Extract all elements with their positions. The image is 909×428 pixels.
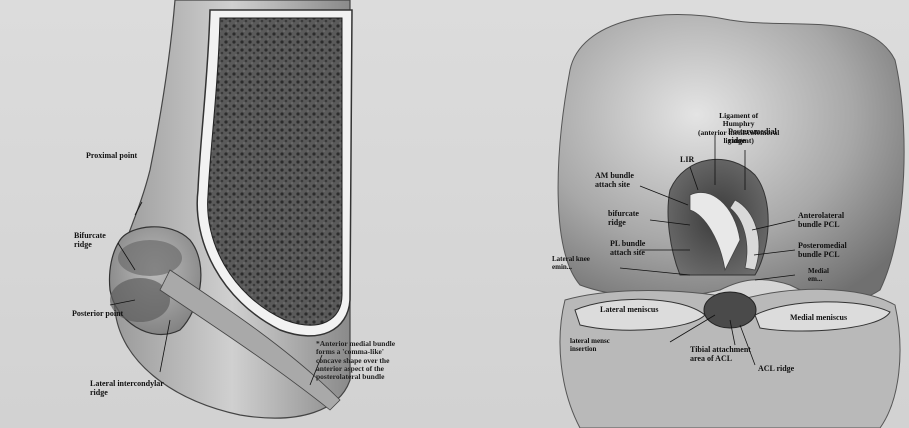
label-posteromedial-bundle-pcl: Posteromedial bundle PCL (798, 242, 847, 260)
label-posterior-point: Posterior point (72, 310, 123, 319)
knee-drawing (540, 0, 909, 428)
femur-cross-section-illustration: Proximal point Bifurcate ridge Posterior… (80, 0, 380, 428)
label-proximal-point: Proximal point (86, 152, 137, 161)
label-bundle-caption: *Anterior medial bundle forms a 'comma-l… (316, 340, 395, 381)
label-posteromedial-ridge: Posteromedial ridge (728, 128, 777, 146)
label-am-bundle: AM bundle attach site (595, 172, 634, 190)
label-pl-bundle: PL bundle attach site (610, 240, 645, 258)
label-lir: LIR (680, 156, 694, 165)
label-medial-meniscus: Medial meniscus (790, 314, 847, 323)
knee-joint-illustration: Ligament of Humphry (anterior meniscofem… (540, 0, 909, 428)
label-tibial-attachment-acl: Tibial attachment area of ACL (690, 346, 751, 364)
label-lateral-intercondylar-ridge: Lateral intercondylar ridge (90, 380, 164, 398)
label-lateral-edge: Lateral knee emin... (552, 256, 590, 271)
label-anterolateral-bundle-pcl: Anterolateral bundle PCL (798, 212, 844, 230)
label-acl-ridge: ACL ridge (758, 365, 794, 374)
label-bifurcate-ridge-right: bifurcate ridge (608, 210, 639, 228)
label-lateral-meniscus: Lateral meniscus (600, 306, 658, 315)
label-lateral-insertion: lateral mensc insertion (570, 338, 610, 353)
label-bifurcate-ridge-left: Bifurcate ridge (74, 232, 106, 250)
label-medial-edge: Medial em... (808, 268, 829, 283)
